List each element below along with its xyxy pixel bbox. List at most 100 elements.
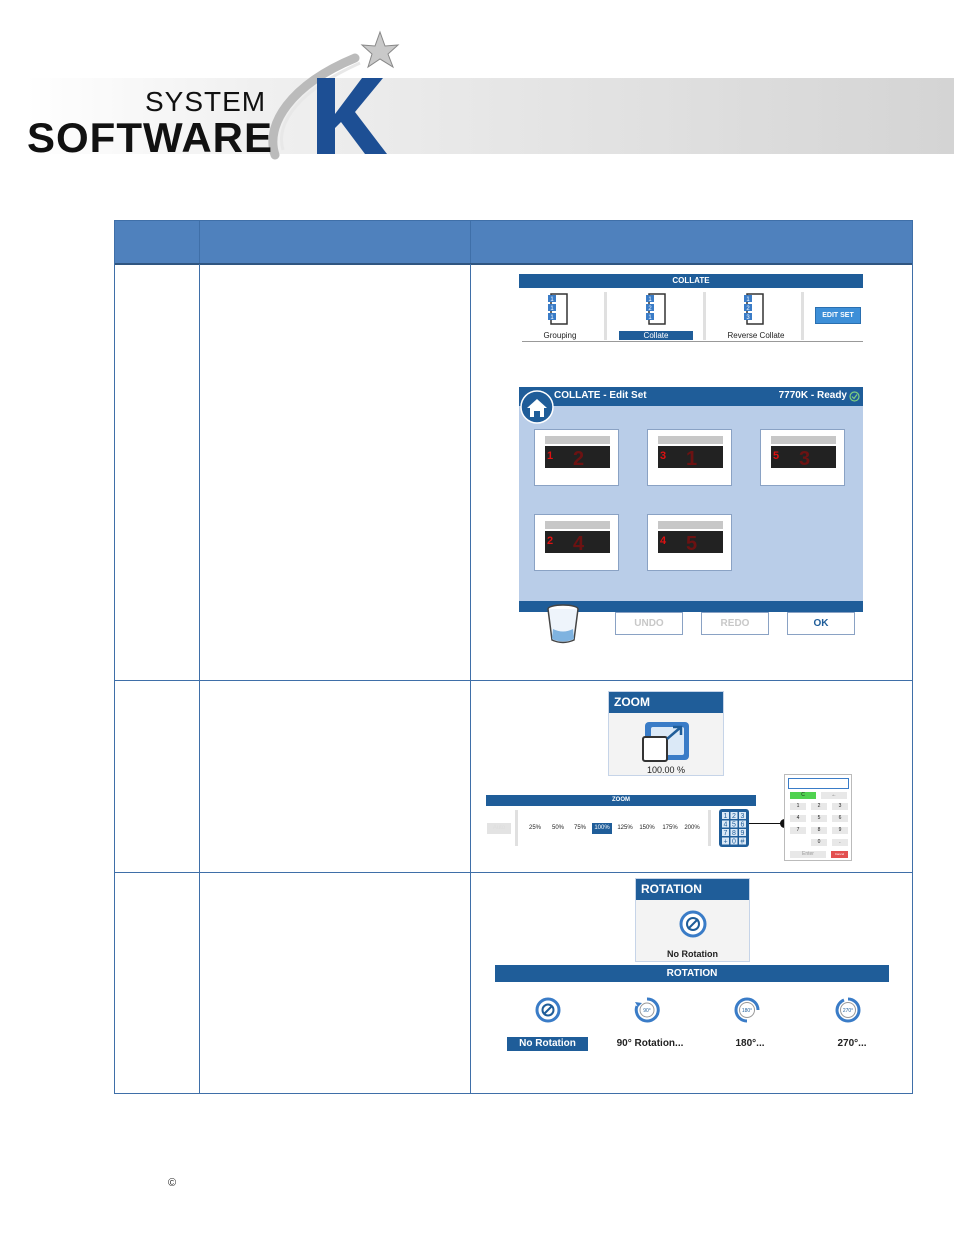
- ok-button[interactable]: OK: [787, 612, 855, 635]
- thumb-order: 3: [660, 450, 667, 462]
- trash-bin-icon[interactable]: [545, 603, 581, 645]
- thumb-order: 2: [547, 535, 554, 547]
- rotate-270-badge: 270°: [843, 1008, 853, 1014]
- rotation-option-none[interactable]: No Rotation: [507, 1037, 588, 1051]
- keypad-icon-digit: 9: [741, 830, 745, 837]
- rotate-180-badge: 180°: [742, 1008, 752, 1014]
- keypad-icon-digit: 8: [732, 830, 736, 837]
- keypad-key-6[interactable]: 6: [832, 815, 848, 822]
- keypad-icon-digit: 5: [732, 822, 736, 829]
- col-divider-2: [470, 264, 471, 1094]
- page-thumbnail-5[interactable]: 4 5: [647, 514, 732, 571]
- keypad-icon-digit: 3: [741, 813, 745, 820]
- page-thumbnail-4[interactable]: 2 4: [534, 514, 619, 571]
- keypad-key-1[interactable]: 1: [790, 803, 806, 810]
- keypad-clear-button[interactable]: C: [790, 792, 816, 799]
- rotate-270-icon[interactable]: 270°: [835, 997, 861, 1023]
- numeric-keypad-icon[interactable]: 1 2 3 4 5 6 7 8 9 + 0 #: [719, 809, 749, 847]
- grouping-digit-3: 1: [550, 315, 554, 321]
- edit-set-button[interactable]: EDIT SET: [815, 307, 861, 324]
- page-thumbnail-3[interactable]: 5 3: [760, 429, 845, 486]
- keypad-enter-button[interactable]: Enter: [790, 851, 826, 858]
- table-header-col-3: [471, 221, 912, 264]
- keypad-key-0[interactable]: 0: [811, 839, 827, 846]
- collate-option-collate[interactable]: Collate: [619, 331, 693, 340]
- reverse-collate-doc-icon[interactable]: 1 2 3: [743, 292, 765, 326]
- rotation-tile[interactable]: ROTATION No Rotation: [635, 878, 750, 962]
- thumb-header: [658, 521, 723, 529]
- collate-option-grouping[interactable]: Grouping: [543, 331, 577, 340]
- keypad-key-dot[interactable]: .: [832, 839, 848, 846]
- zoom-tile[interactable]: ZOOM 100.00 %: [608, 691, 724, 776]
- logo-text-system: SYSTEM: [145, 86, 267, 117]
- rotation-option-90[interactable]: 90° Rotation...: [616, 1038, 684, 1049]
- row-divider-2: [115, 872, 912, 873]
- thumb-header: [545, 521, 610, 529]
- zoom-option-25[interactable]: 25%: [528, 825, 541, 831]
- thumb-order: 1: [547, 450, 554, 462]
- thumb-page: 4: [573, 533, 585, 555]
- home-icon[interactable]: [520, 390, 556, 424]
- keypad-backspace-button[interactable]: ←: [821, 792, 847, 799]
- keypad-key-8[interactable]: 8: [811, 827, 827, 834]
- redo-button[interactable]: REDO: [701, 612, 769, 635]
- numeric-keypad-popup: C ← 1 2 3 4 5 6 7 8 9 0 . Enter Cancel: [784, 774, 852, 861]
- edit-set-status: 7770K - Ready: [778, 390, 847, 401]
- col-divider-1: [199, 264, 200, 1094]
- thumb-page: 3: [799, 448, 811, 470]
- table-header-col-1: [115, 221, 200, 264]
- zoom-resize-icon: [642, 722, 689, 762]
- grouping-doc-icon[interactable]: 1 1 1: [547, 292, 569, 326]
- no-rotation-option-icon[interactable]: [535, 997, 561, 1023]
- page-thumbnail-2[interactable]: 3 1: [647, 429, 732, 486]
- keypad-icon-digit: #: [741, 839, 745, 846]
- thumb-header: [771, 436, 836, 444]
- zoom-option-75[interactable]: 75%: [573, 825, 586, 831]
- thumb-order: 4: [660, 535, 667, 547]
- keypad-icon-digit: 4: [724, 822, 728, 829]
- zoom-tile-title: ZOOM: [609, 692, 723, 713]
- collate-separator-3: [801, 292, 804, 340]
- zoom-option-100[interactable]: 100%: [592, 823, 612, 834]
- thumb-header: [658, 436, 723, 444]
- edit-set-title: COLLATE - Edit Set: [554, 390, 647, 401]
- table-header-col-2: [200, 221, 471, 264]
- collate-title-bar: COLLATE: [519, 274, 863, 288]
- collate-separator-1: [604, 292, 607, 340]
- keypad-cancel-button[interactable]: Cancel: [831, 851, 848, 858]
- zoom-tile-value: 100.00 %: [646, 765, 686, 775]
- zoom-option-175[interactable]: 175%: [662, 825, 678, 831]
- logo-swoosh-star: [268, 30, 400, 160]
- keypad-key-7[interactable]: 7: [790, 827, 806, 834]
- zoom-option-50[interactable]: 50%: [551, 825, 564, 831]
- zoom-auto-button[interactable]: Auto: [487, 823, 511, 834]
- keypad-key-5[interactable]: 5: [811, 815, 827, 822]
- undo-button[interactable]: UNDO: [615, 612, 683, 635]
- thumb-header: [545, 436, 610, 444]
- keypad-key-9[interactable]: 9: [832, 827, 848, 834]
- rotation-option-180[interactable]: 180°...: [735, 1038, 765, 1049]
- zoom-option-150[interactable]: 150%: [639, 825, 655, 831]
- page-thumbnail-1[interactable]: 1 2: [534, 429, 619, 486]
- thumb-page: 1: [686, 448, 698, 470]
- rotate-90-icon[interactable]: 90°: [634, 997, 660, 1023]
- thumb-image: [545, 446, 610, 468]
- rotate-180-icon[interactable]: 180°: [734, 997, 760, 1023]
- collate-option-reverse[interactable]: Reverse Collate: [727, 331, 785, 340]
- keypad-key-2[interactable]: 2: [811, 803, 827, 810]
- header-divider: [115, 263, 912, 265]
- edit-set-title-bar: COLLATE - Edit Set 7770K - Ready: [519, 387, 863, 406]
- rotate-90-badge: 90°: [643, 1008, 651, 1014]
- keypad-key-3[interactable]: 3: [832, 803, 848, 810]
- thumb-order: 5: [773, 450, 780, 462]
- keypad-key-4[interactable]: 4: [790, 815, 806, 822]
- zoom-option-125[interactable]: 125%: [617, 825, 633, 831]
- reverse-digit-1: 1: [746, 297, 750, 303]
- collate-separator-2: [703, 292, 706, 340]
- keypad-input[interactable]: [788, 778, 849, 789]
- zoom-option-200[interactable]: 200%: [684, 825, 700, 831]
- thumb-page: 2: [573, 448, 585, 470]
- rotation-option-270[interactable]: 270°...: [837, 1038, 867, 1049]
- copyright-symbol: ©: [168, 1177, 177, 1189]
- collate-doc-icon[interactable]: 1 2 1: [645, 292, 667, 326]
